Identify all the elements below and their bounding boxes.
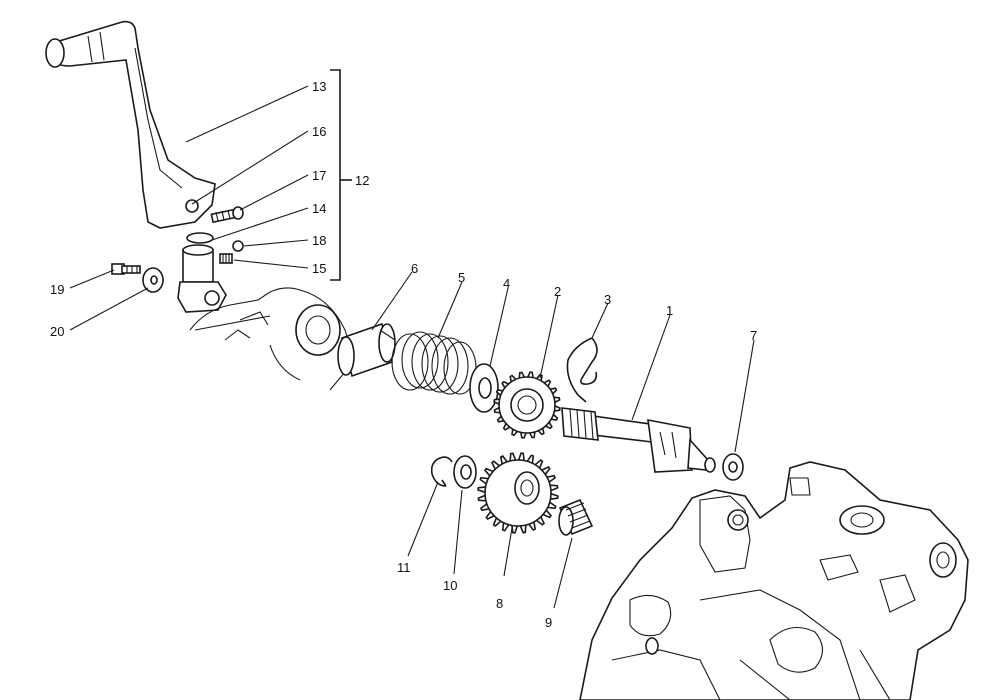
shaft-bolt: [111, 263, 141, 275]
return-spring: [379, 329, 477, 395]
shaft-washer: [722, 453, 744, 481]
detent-ball: [232, 240, 244, 252]
callout-2: 2: [554, 284, 561, 299]
callout-4: 4: [503, 276, 510, 291]
detent-spring: [219, 253, 233, 264]
callout-6: 6: [411, 261, 418, 276]
callout-20: 20: [50, 324, 64, 339]
needle-bearing: [558, 498, 594, 536]
callout-19: 19: [50, 282, 64, 297]
callout-18: 18: [312, 233, 326, 248]
group-bracket: [330, 69, 341, 281]
callout-1: 1: [666, 303, 673, 318]
kickstart-lever: [45, 20, 216, 229]
kick-shaft: [561, 407, 716, 473]
callout-15: 15: [312, 261, 326, 276]
callout-9: 9: [545, 615, 552, 630]
kick-gear: [493, 371, 561, 439]
lever-bolt: [210, 206, 244, 224]
idle-gear: [477, 452, 559, 534]
shaft-bush: [337, 322, 396, 378]
callout-labels: 1 2 3 4 5 6 7 8 9 10 11 12 13 14 15 16 1…: [50, 79, 757, 630]
right-crankcase-section: [579, 461, 969, 700]
snap-ring: [186, 232, 214, 244]
callout-3: 3: [604, 292, 611, 307]
callout-11: 11: [397, 560, 411, 575]
callout-16: 16: [312, 124, 326, 139]
callout-8: 8: [496, 596, 503, 611]
lever-boss: [177, 244, 227, 313]
kick-circlip: [566, 337, 598, 403]
callout-5: 5: [458, 270, 465, 285]
thrust-washer: [469, 363, 499, 413]
callout-12: 12: [355, 173, 369, 188]
callout-13: 13: [312, 79, 326, 94]
callout-17: 17: [312, 168, 326, 183]
idle-gear-circlip: [430, 456, 453, 487]
idle-gear-washer: [453, 455, 477, 489]
callout-10: 10: [443, 578, 457, 593]
leader-lines: [69, 85, 755, 609]
callout-14: 14: [312, 201, 326, 216]
washer-20: [142, 267, 164, 293]
callout-7: 7: [750, 328, 757, 343]
